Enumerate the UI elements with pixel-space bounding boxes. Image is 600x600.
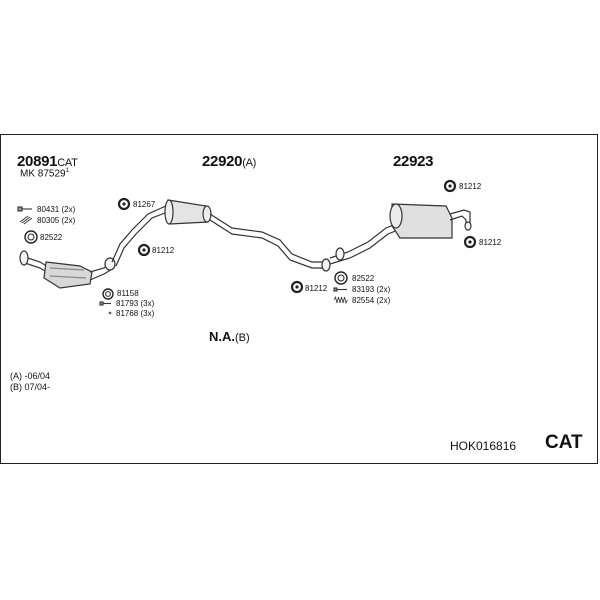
gasket-82522-b bbox=[334, 271, 348, 285]
bolt-81793 bbox=[99, 301, 111, 306]
mount-81267 bbox=[117, 197, 131, 211]
part-22920-label: 22920(A) bbox=[202, 153, 256, 170]
front-flange bbox=[19, 250, 29, 266]
part-82554-label: 82554 (2x) bbox=[352, 296, 391, 305]
part-81212-label-a: 81212 bbox=[152, 246, 175, 255]
nut-81768 bbox=[108, 311, 112, 315]
part-81768-label: 81768 (3x) bbox=[116, 309, 155, 318]
part-83193-label: 83193 (2x) bbox=[352, 285, 391, 294]
bolt-83193 bbox=[333, 287, 347, 292]
mid-flange bbox=[335, 247, 345, 261]
note-a: (A) -06/04 bbox=[10, 371, 51, 381]
part-20891-suffix: CAT bbox=[57, 157, 78, 169]
gasket-81158 bbox=[102, 288, 114, 300]
part-82522-label-b: 82522 bbox=[352, 274, 375, 283]
cat-label: CAT bbox=[545, 432, 583, 453]
note-b: (B) 07/04- bbox=[10, 382, 51, 392]
catalytic-converter-body bbox=[43, 261, 93, 289]
mount-81212-c bbox=[443, 179, 457, 193]
gasket-82522-a bbox=[24, 230, 38, 244]
bolt-80431 bbox=[17, 206, 32, 212]
part-81212-label-c: 81212 bbox=[459, 182, 482, 191]
part-20891-number: 20891 bbox=[17, 153, 58, 170]
centre-pipe bbox=[209, 213, 324, 263]
centre-pipe-flange bbox=[321, 258, 331, 272]
part-80431-label: 80431 (2x) bbox=[37, 205, 76, 214]
nut-80305 bbox=[19, 215, 33, 225]
part-mk-footnote: 1 bbox=[65, 168, 69, 174]
part-22920-number: 22920 bbox=[202, 153, 243, 170]
mount-81212-d bbox=[463, 235, 477, 249]
part-81793-label: 81793 (3x) bbox=[116, 299, 155, 308]
part-81212-label-b: 81212 bbox=[305, 284, 328, 293]
mount-81212-a bbox=[137, 243, 151, 257]
diagram-frame bbox=[0, 134, 598, 464]
part-81212-label-d: 81212 bbox=[479, 238, 502, 247]
not-available-text: N.A. bbox=[209, 329, 235, 344]
tail-pipe-end bbox=[464, 221, 472, 231]
part-20891-label: 20891CAT bbox=[17, 153, 78, 170]
not-available-suffix: (B) bbox=[235, 332, 250, 344]
part-22923-label: 22923 bbox=[393, 153, 434, 170]
part-81158-label: 81158 bbox=[117, 289, 139, 298]
not-available-label: N.A.(B) bbox=[209, 329, 250, 344]
part-mk-number: 87529 bbox=[37, 168, 66, 180]
part-81267-label: 81267 bbox=[133, 200, 156, 209]
part-mk-prefix: MK bbox=[20, 168, 35, 180]
mount-81212-b bbox=[290, 280, 304, 294]
part-22923-number: 22923 bbox=[393, 153, 434, 170]
down-pipe bbox=[111, 204, 169, 263]
part-82522-label-a: 82522 bbox=[40, 233, 63, 242]
part-22920-suffix: (A) bbox=[242, 157, 256, 169]
part-mk-label: MK 875291 bbox=[20, 168, 69, 179]
spring-82554 bbox=[333, 295, 348, 305]
centre-silencer bbox=[167, 199, 209, 225]
part-80305-label: 80305 (2x) bbox=[37, 216, 76, 225]
tail-pipe bbox=[449, 209, 471, 224]
kit-code: HOK016816 bbox=[450, 439, 517, 453]
